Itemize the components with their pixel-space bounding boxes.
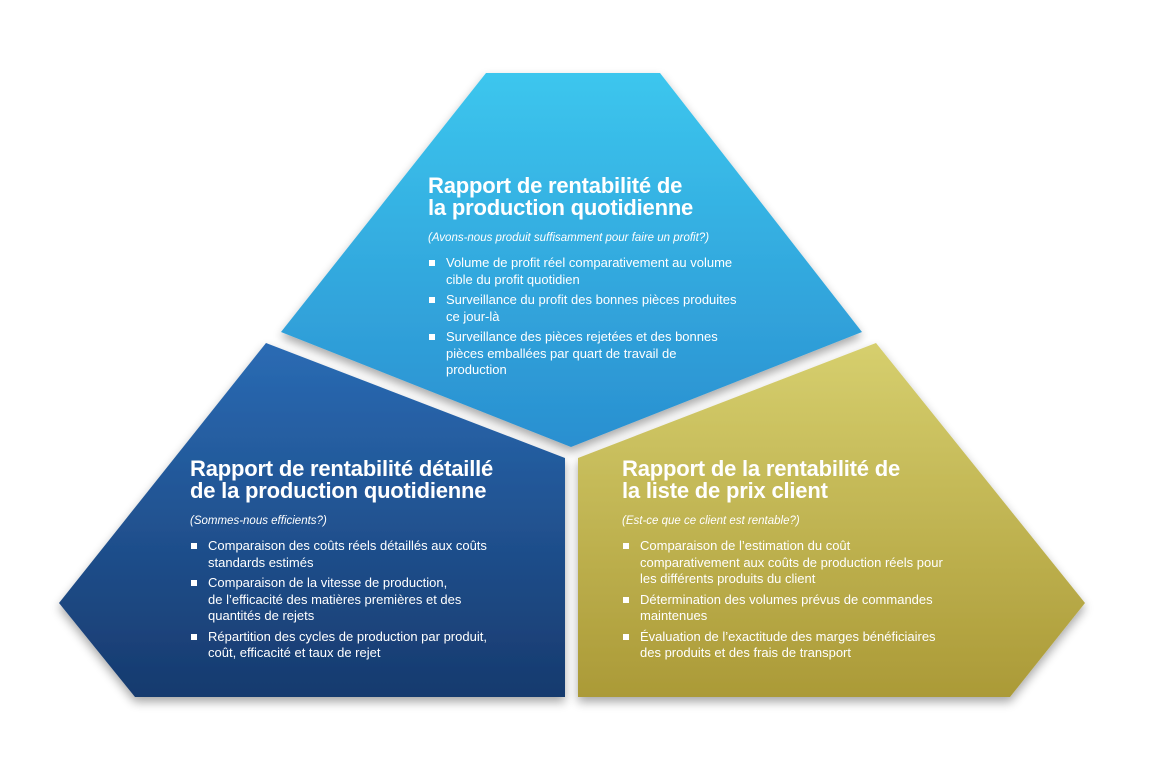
list-item-line: Détermination des volumes prévus de comm… (640, 591, 933, 607)
list-item-line: ce jour-là (446, 308, 500, 324)
left-panel-subtitle: (Sommes-nous efficients?) (190, 515, 327, 527)
square-bullet-icon (623, 543, 629, 549)
list-item: Surveillance du profit des bonnes pièces… (428, 292, 788, 325)
square-bullet-icon (191, 580, 197, 586)
square-bullet-icon (429, 297, 435, 303)
left-panel-title: Rapport de rentabilité détaillé de la pr… (190, 458, 540, 502)
list-item-line: Surveillance des pièces rejetées et des … (446, 329, 718, 344)
square-bullet-icon (429, 260, 435, 266)
right-panel-title: Rapport de la rentabilité de la liste de… (622, 458, 997, 502)
list-item: Évaluation de l’exactitude des marges bé… (622, 629, 997, 662)
list-item: Détermination des volumes prévus de comm… (622, 592, 997, 625)
list-item-line: les différents produits du client (640, 571, 816, 586)
list-item-line: Comparaison de l’estimation du coût (640, 538, 851, 553)
top-panel-title: Rapport de rentabilité de la production … (428, 175, 788, 219)
top-panel-subtitle: (Avons-nous produit suffisamment pour fa… (428, 232, 710, 244)
list-item-line: des produits et des frais de transport (640, 645, 852, 660)
list-item-line: Comparaison des coûts réels détaillés au… (208, 538, 487, 553)
left-panel: Rapport de rentabilité détaillé de la pr… (190, 458, 540, 666)
title-line: de la production quotidienne (190, 478, 487, 503)
list-item-line: de l’efficacité des matières premières e… (208, 591, 462, 607)
title-line: la production quotidienne (428, 195, 694, 220)
list-item-line: comparativement aux coûts de production … (640, 554, 943, 570)
list-item-line: Comparaison de la vitesse de production, (208, 575, 448, 590)
list-item: Répartition des cycles de production par… (190, 629, 540, 662)
title-line: Rapport de rentabilité détaillé (190, 456, 494, 481)
list-item: Comparaison des coûts réels détaillés au… (190, 538, 540, 571)
square-bullet-icon (191, 633, 197, 640)
right-panel-subtitle: (Est-ce que ce client est rentable?) (622, 515, 800, 527)
list-item-line: Répartition des cycles de production par… (208, 628, 487, 644)
square-bullet-icon (623, 596, 629, 603)
title-line: Rapport de la rentabilité de (622, 456, 901, 481)
list-item-line: cible du profit quotidien (446, 271, 580, 287)
left-panel-list: Comparaison des coûts réels détaillés au… (190, 538, 540, 662)
list-item: Surveillance des pièces rejetées et des … (428, 329, 788, 379)
list-item-line: Surveillance du profit des bonnes pièces… (446, 292, 737, 307)
top-panel: Rapport de rentabilité de la production … (428, 175, 788, 383)
list-item-line: production (446, 362, 507, 377)
list-item-line: coût, efficacité et taux de rejet (208, 645, 381, 660)
list-item-line: Évaluation de l’exactitude des marges bé… (640, 628, 936, 644)
top-panel-shape (281, 73, 862, 447)
list-item: Comparaison de la vitesse de production,… (190, 575, 540, 625)
list-item-line: Volume de profit réel comparativement au… (446, 255, 733, 270)
list-item: Volume de profit réel comparativement au… (428, 255, 788, 288)
left-panel-shape (59, 343, 565, 697)
square-bullet-icon (623, 633, 629, 640)
title-line: Rapport de rentabilité de (428, 173, 683, 198)
right-panel: Rapport de la rentabilité de la liste de… (622, 458, 997, 666)
title-line: la liste de prix client (622, 478, 828, 503)
list-item-line: pièces emballées par quart de travail de (446, 345, 677, 361)
square-bullet-icon (191, 543, 197, 549)
top-panel-list: Volume de profit réel comparativement au… (428, 255, 788, 379)
right-panel-shape (578, 343, 1085, 697)
list-item-line: maintenues (640, 608, 708, 623)
list-item-line: standards estimés (208, 554, 314, 570)
list-item-line: quantités de rejets (208, 608, 315, 623)
square-bullet-icon (429, 334, 435, 340)
